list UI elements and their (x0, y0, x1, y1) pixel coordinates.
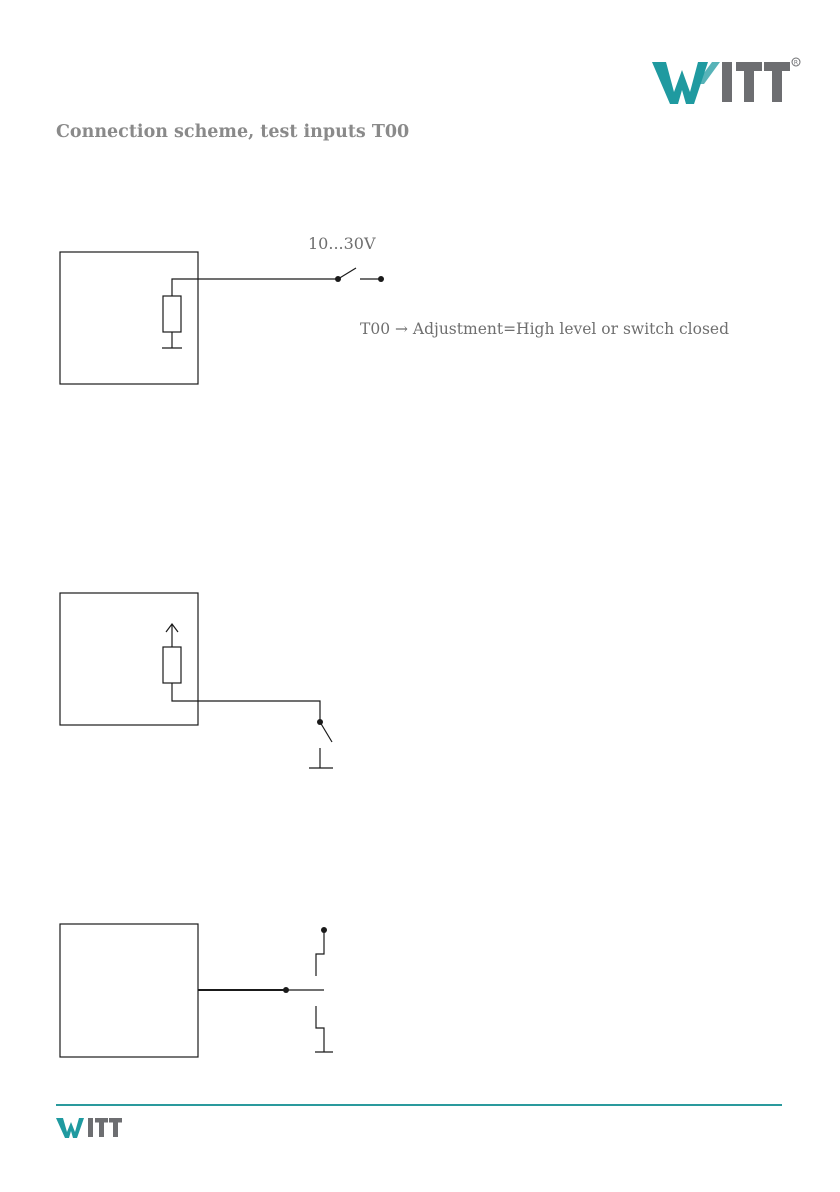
upper-contact-3 (316, 930, 324, 976)
node-dot-1b (378, 276, 384, 282)
node-dot-3b (283, 987, 289, 993)
switch-blade-1 (338, 268, 356, 279)
device-box-2 (60, 593, 198, 725)
device-box-3 (60, 924, 198, 1057)
wire-1 (172, 279, 338, 296)
node-dot-1a (335, 276, 341, 282)
diagram-1-high-level (60, 252, 381, 384)
footer-divider (56, 1104, 782, 1106)
wire-2 (172, 683, 320, 722)
resistor-2 (163, 647, 181, 683)
lower-contact-3 (316, 1006, 324, 1052)
node-dot-2 (317, 719, 323, 725)
node-dot-3a (321, 927, 327, 933)
device-box-1 (60, 252, 198, 384)
witt-logo-small-icon (56, 1114, 126, 1140)
resistor-1 (163, 296, 181, 332)
diagram-3-changeover (60, 924, 333, 1057)
diagram-2-switch-to-ground (60, 593, 333, 768)
switch-blade-2 (320, 722, 332, 742)
